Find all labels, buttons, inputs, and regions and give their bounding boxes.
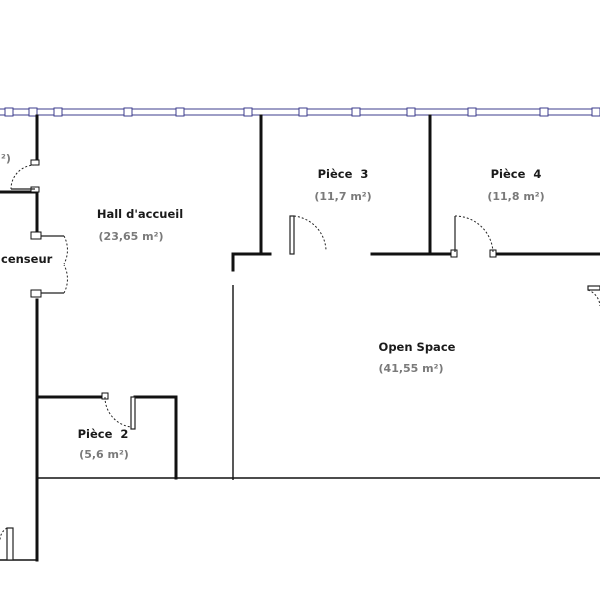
room-name-piece4: Pièce 4 [491,167,542,181]
room-name-open-space: Open Space [379,340,456,354]
room-area-left-partial: ²) [1,152,11,165]
room-area-hall: (23,65 m²) [99,230,164,243]
doors [0,159,600,561]
room-name-hall: Hall d'accueil [97,207,183,221]
top-facade-windows [0,107,600,117]
room-name-piece2: Pièce 2 [78,427,129,441]
room-name-piece3: Pièce 3 [318,167,369,181]
room-area-piece2: (5,6 m²) [79,448,129,461]
walls [0,114,600,562]
room-area-piece3: (11,7 m²) [314,190,371,203]
room-area-open-space: (41,55 m²) [379,362,444,375]
room-area-piece4: (11,8 m²) [487,190,544,203]
room-name-ascenseur: censeur [1,252,53,266]
